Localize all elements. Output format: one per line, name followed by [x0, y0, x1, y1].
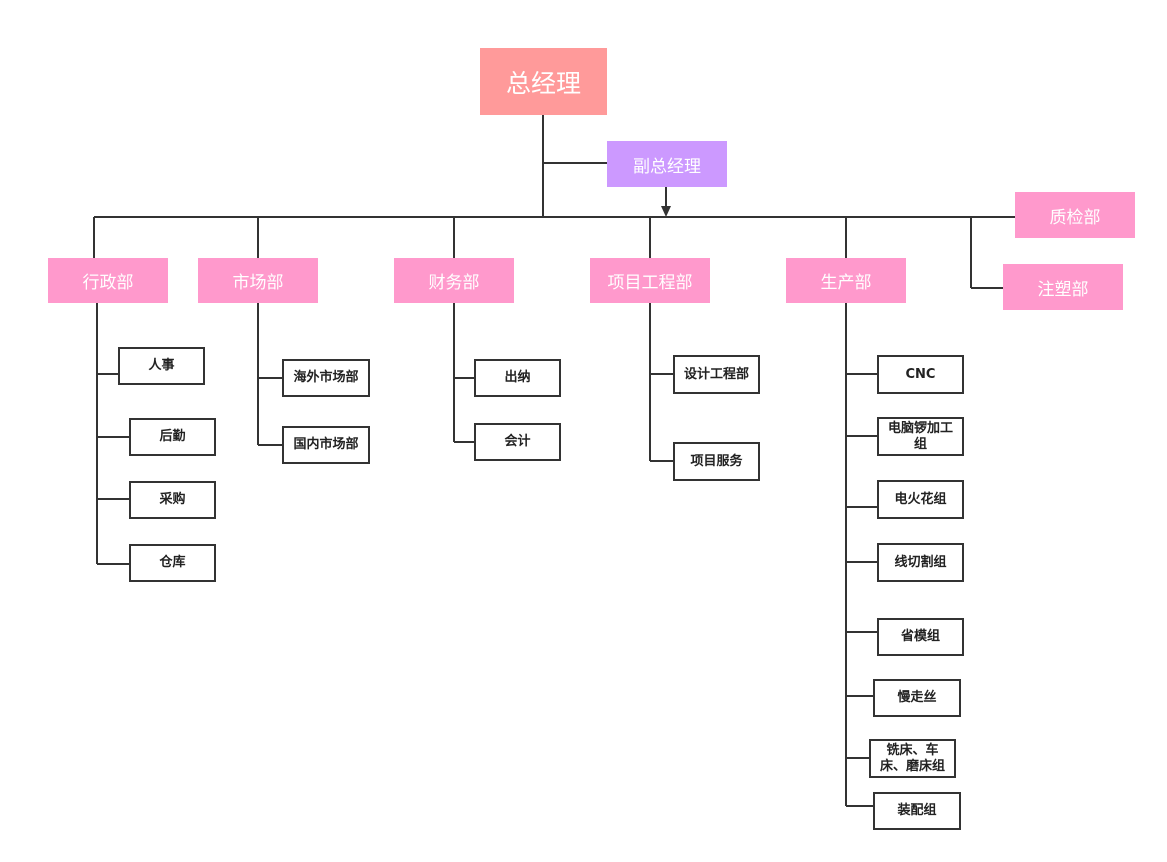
unit-cnc: CNC	[877, 355, 964, 394]
unit-assembly-group: 装配组	[873, 792, 961, 830]
unit-logistics: 后勤	[129, 418, 216, 456]
dept-market: 市场部	[198, 258, 318, 303]
dept-project: 项目工程部	[590, 258, 710, 303]
unit-hr: 人事	[118, 347, 205, 385]
general-manager-node: 总经理	[480, 48, 607, 115]
unit-accounting: 会计	[474, 423, 561, 461]
unit-domestic-market: 国内市场部	[282, 426, 370, 464]
unit-project-service: 项目服务	[673, 442, 760, 481]
dept-admin: 行政部	[48, 258, 168, 303]
unit-overseas-market: 海外市场部	[282, 359, 370, 397]
unit-wire-cut-group: 线切割组	[877, 543, 964, 582]
dept-qc: 质检部	[1015, 192, 1135, 238]
unit-cnc-milling-group: 电脑锣加工组	[877, 417, 964, 456]
dept-production: 生产部	[786, 258, 906, 303]
unit-design-engineering: 设计工程部	[673, 355, 760, 394]
unit-polishing-group: 省模组	[877, 618, 964, 656]
dept-molding: 注塑部	[1003, 264, 1123, 310]
unit-lathe-group: 铣床、车床、磨床组	[869, 739, 956, 778]
unit-purchasing: 采购	[129, 481, 216, 519]
unit-cashier: 出纳	[474, 359, 561, 397]
unit-edm-group: 电火花组	[877, 480, 964, 519]
deputy-general-manager-node: 副总经理	[607, 141, 727, 187]
unit-warehouse: 仓库	[129, 544, 216, 582]
dept-finance: 财务部	[394, 258, 514, 303]
unit-slow-wire: 慢走丝	[873, 679, 961, 717]
